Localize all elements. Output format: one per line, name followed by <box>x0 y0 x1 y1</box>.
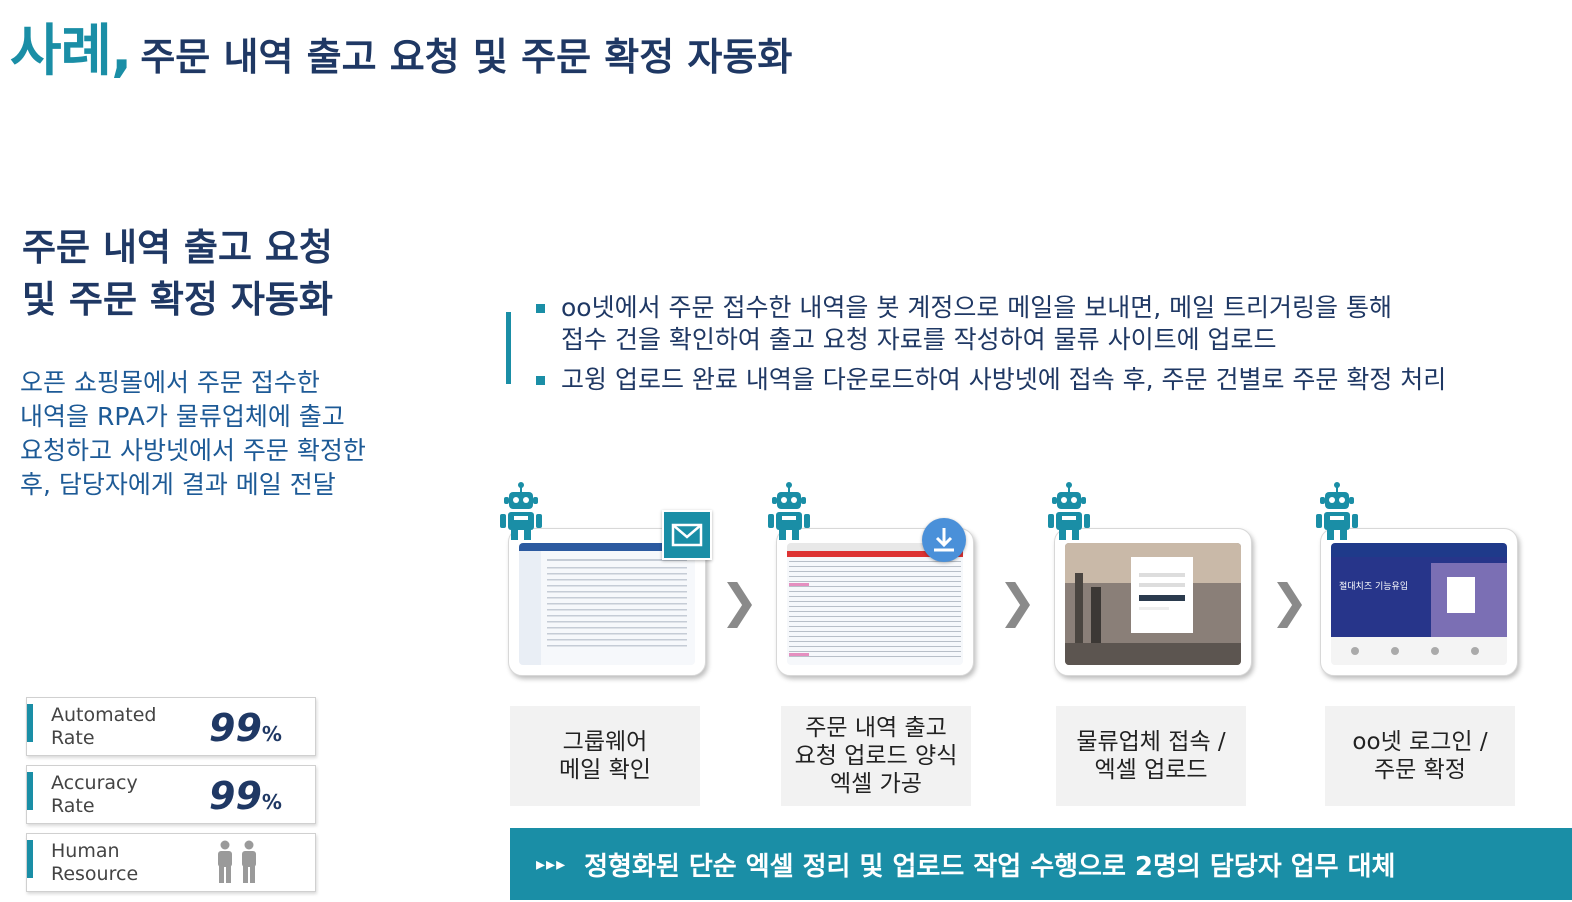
excel-screenshot <box>787 543 963 665</box>
bullet-text: 접수 건을 확인하여 출고 요청 자료를 작성하여 물류 사이트에 업로드 <box>561 325 1277 354</box>
chevron-right-icon: ❯ <box>720 574 759 628</box>
robot-icon <box>768 482 810 540</box>
step-caption: 주문 내역 출고 요청 업로드 양식 엑셀 가공 <box>781 706 971 806</box>
sabangnet-hero-text: 절대치즈 기능유입 <box>1339 582 1409 592</box>
metric-number: 99 <box>209 774 262 818</box>
heading-line-1: 주문 내역 출고 요청 <box>22 226 333 269</box>
mail-icon <box>662 510 712 560</box>
chevron-right-icon: ❯ <box>1270 574 1309 628</box>
bullet-list: oo넷에서 주문 접수한 내역을 봇 계정으로 메일을 보내면, 메일 트리거링… <box>536 292 1446 404</box>
logistics-mockup <box>1065 543 1241 665</box>
groupware-screenshot <box>519 543 695 665</box>
bullet-text: oo넷에서 주문 접수한 내역을 봇 계정으로 메일을 보내면, 메일 트리거링… <box>561 293 1393 322</box>
step-card-logistics <box>1054 528 1252 676</box>
metric-label: Accuracy Rate <box>51 772 138 817</box>
step-caption: 그룹웨어 메일 확인 <box>510 706 700 806</box>
bullet-text: 고윙 업로드 완료 내역을 다운로드하여 사방넷에 접속 후, 주문 건별로 주… <box>561 365 1447 394</box>
bullet-square-icon <box>536 376 545 385</box>
heading-line-2: 및 주문 확정 자동화 <box>22 278 333 321</box>
metric-accuracy-rate: Accuracy Rate 99% <box>26 765 316 824</box>
metric-accent-bar <box>27 840 33 878</box>
summary-banner: ▸▸▸ 정형화된 단순 엑셀 정리 및 업로드 작업 수행으로 2명의 담당자 … <box>510 828 1572 900</box>
download-icon <box>922 518 966 562</box>
desc-line: 후, 담당자에게 결과 메일 전달 <box>20 470 336 499</box>
metric-automated-rate: Automated Rate 99% <box>26 697 316 756</box>
metric-value: 99% <box>209 706 282 750</box>
desc-line: 요청하고 사방넷에서 주문 확정한 <box>20 436 366 465</box>
metric-label: Automated Rate <box>51 704 157 749</box>
metric-human-resource: Human Resource <box>26 833 316 892</box>
metric-number: 99 <box>209 706 262 750</box>
section-heading: 주문 내역 출고 요청 및 주문 확정 자동화 <box>22 222 333 326</box>
step-caption: 물류업체 접속 / 엑셀 업로드 <box>1056 706 1246 806</box>
step-card-sabangnet: 절대치즈 기능유입 <box>1320 528 1518 676</box>
metric-accent-bar <box>27 704 33 742</box>
chevron-right-icon: ❯ <box>998 574 1037 628</box>
title-subtitle: 주문 내역 출고 요청 및 주문 확정 자동화 <box>140 35 793 79</box>
logistics-screenshot <box>1065 543 1241 665</box>
title-comma: , <box>111 19 133 84</box>
robot-icon <box>1048 482 1090 540</box>
bullet-accent-bar <box>506 312 511 384</box>
two-people-icon <box>218 840 256 883</box>
step-card-excel <box>776 528 974 676</box>
metric-value: 99% <box>209 774 282 818</box>
bullet-item: 고윙 업로드 완료 내역을 다운로드하여 사방넷에 접속 후, 주문 건별로 주… <box>536 364 1446 396</box>
section-description: 오픈 쇼핑몰에서 주문 접수한 내역을 RPA가 물류업체에 출고 요청하고 사… <box>20 366 366 502</box>
excel-mockup <box>787 543 963 657</box>
desc-line: 내역을 RPA가 물류업체에 출고 <box>20 402 345 431</box>
sabangnet-screenshot: 절대치즈 기능유입 <box>1331 543 1507 665</box>
sabangnet-mockup <box>1331 543 1507 665</box>
title-main: 사례 <box>10 19 112 84</box>
metric-unit: % <box>261 722 282 746</box>
step-caption: oo넷 로그인 / 주문 확정 <box>1325 706 1515 806</box>
triple-arrow-icon: ▸▸▸ <box>536 853 567 875</box>
bullet-item: oo넷에서 주문 접수한 내역을 봇 계정으로 메일을 보내면, 메일 트리거링… <box>536 292 1446 356</box>
bullet-square-icon <box>536 304 545 313</box>
robot-icon <box>500 482 542 540</box>
groupware-mockup <box>519 543 695 665</box>
metric-unit: % <box>261 790 282 814</box>
banner-text: 정형화된 단순 엑셀 정리 및 업로드 작업 수행으로 2명의 담당자 업무 대… <box>584 851 1396 882</box>
page-title: 사례,주문 내역 출고 요청 및 주문 확정 자동화 <box>10 6 792 87</box>
metric-label: Human Resource <box>51 840 139 885</box>
robot-icon <box>1316 482 1358 540</box>
desc-line: 오픈 쇼핑몰에서 주문 접수한 <box>20 368 320 397</box>
metric-accent-bar <box>27 772 33 810</box>
